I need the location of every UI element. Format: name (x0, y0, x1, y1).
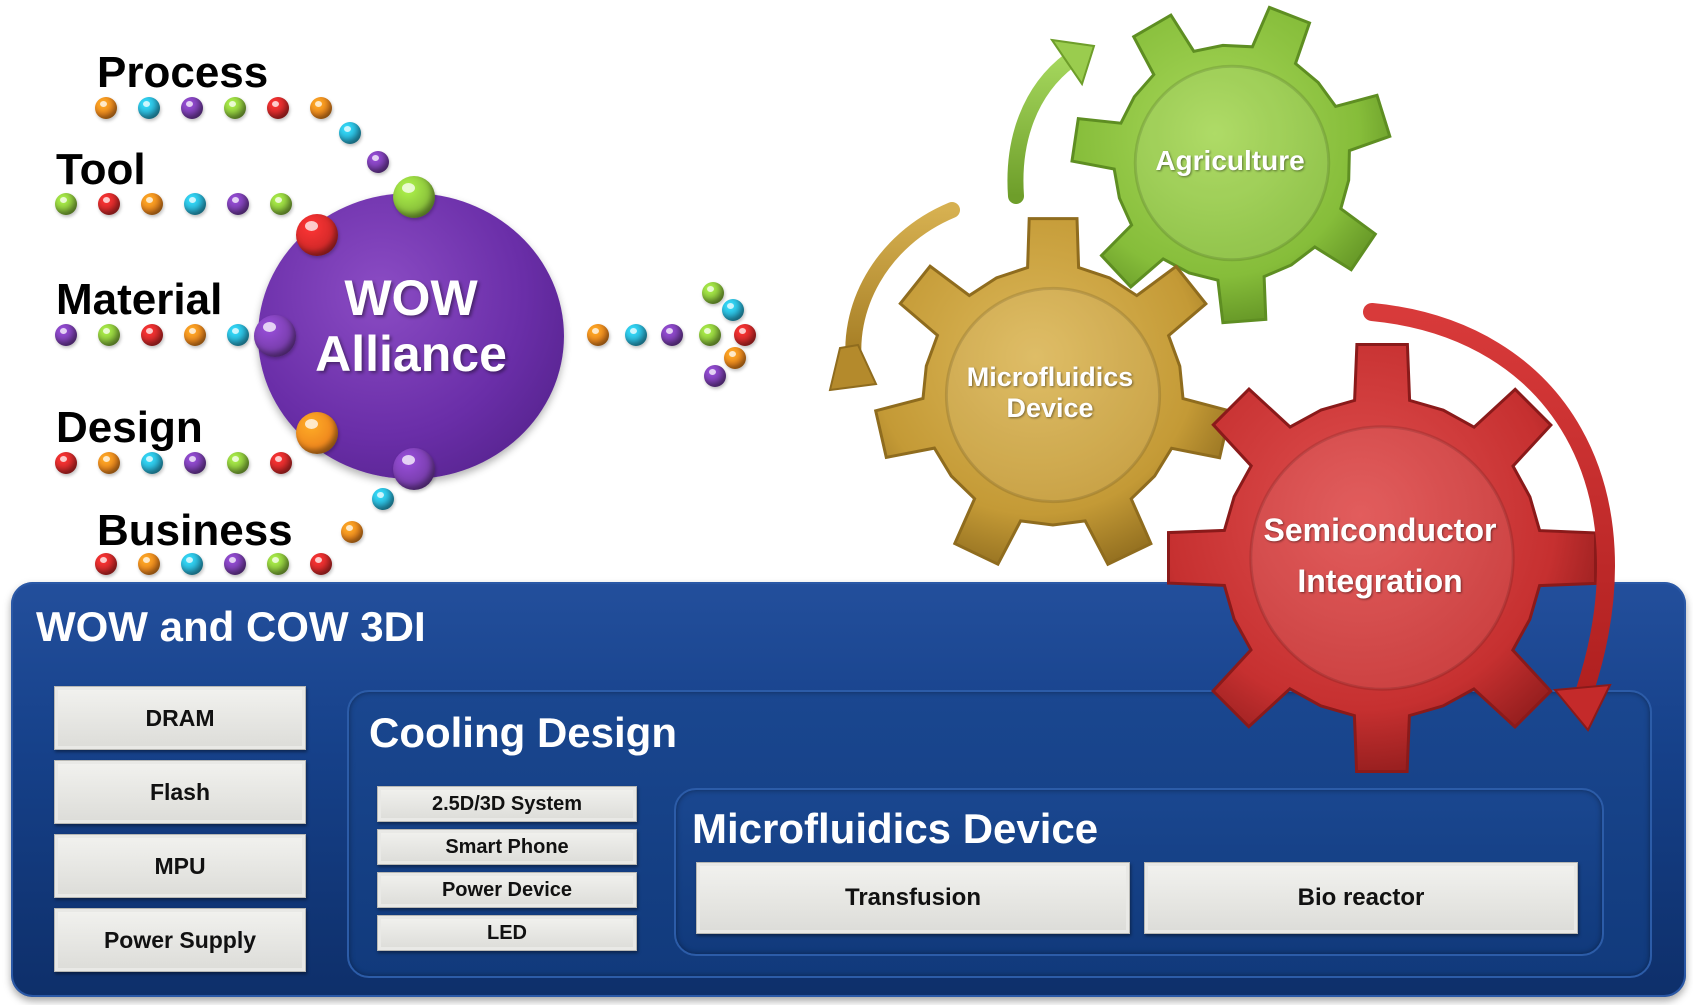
gear-body (1070, 5, 1392, 325)
bead-dot (184, 452, 206, 474)
bead-dot (267, 97, 289, 119)
green-cycle-arrow (1007, 38, 1096, 204)
item-power-supply: Power Supply (54, 908, 306, 972)
wow-alliance-label-line2: Alliance (315, 326, 507, 382)
microfluidics-device-title: Microfluidics Device (692, 805, 1099, 852)
category-business: Business (97, 506, 293, 555)
cooling-design-panel: Cooling Design 2.5D/3D System Smart Phon… (347, 690, 1652, 978)
bead-dot (722, 299, 744, 321)
gear-semiconductor-integration (1167, 343, 1597, 773)
bead-dot (699, 324, 721, 346)
bead-dot (227, 324, 249, 346)
bead-dot (734, 324, 756, 346)
bead-dot (55, 324, 77, 346)
item-2-5d-3d-system: 2.5D/3D System (377, 786, 637, 822)
gear-label-microfluidics-line1: Microfluidics (966, 362, 1134, 392)
bead-dot (270, 193, 292, 215)
bead-dot (141, 452, 163, 474)
category-tool: Tool (56, 145, 146, 194)
bead-dot (339, 122, 361, 144)
bead-dot (95, 553, 117, 575)
bead-dot (224, 97, 246, 119)
gear-agriculture (1070, 5, 1392, 325)
wow-cow-3di-title: WOW and COW 3DI (36, 603, 426, 650)
bead-dot (702, 282, 724, 304)
bead-dot (341, 521, 363, 543)
bead-dot (227, 452, 249, 474)
item-dram: DRAM (54, 686, 306, 750)
bead-dot (310, 97, 332, 119)
bead-dot (181, 97, 203, 119)
bead-dot (138, 553, 160, 575)
gear-label-semiconductor-line1: Semiconductor (1263, 512, 1497, 548)
gear-microfluidics-device (873, 217, 1233, 567)
bead-large-dot (254, 315, 296, 357)
bead-dot (98, 193, 120, 215)
gear-label-semiconductor-line2: Integration (1297, 563, 1463, 599)
bead-dot (224, 553, 246, 575)
cooling-design-title: Cooling Design (369, 709, 677, 756)
bead-dot (267, 553, 289, 575)
bead-dot (704, 365, 726, 387)
item-bio-reactor: Bio reactor (1144, 862, 1578, 934)
bead-dot (367, 151, 389, 173)
gear-label-microfluidics: Microfluidics Device (940, 362, 1160, 424)
bead-dot (141, 324, 163, 346)
bead-large-dot (393, 448, 435, 490)
gear-body (1167, 343, 1597, 773)
bead-dot (141, 193, 163, 215)
gear-label-microfluidics-line2: Device (1006, 393, 1094, 423)
bead-dot (661, 324, 683, 346)
gear-hub (1133, 64, 1331, 262)
bead-dot (270, 452, 292, 474)
microfluidics-device-panel: Microfluidics Device Transfusion Bio rea… (674, 788, 1604, 956)
category-material: Material (56, 275, 223, 324)
item-transfusion: Transfusion (696, 862, 1130, 934)
category-process: Process (97, 48, 269, 97)
item-mpu: MPU (54, 834, 306, 898)
item-led: LED (377, 915, 637, 951)
wow-alliance-label-line1: WOW (344, 270, 478, 326)
item-flash: Flash (54, 760, 306, 824)
gold-cycle-arrow (828, 202, 960, 392)
bead-dot (98, 324, 120, 346)
bead-dot (227, 193, 249, 215)
bead-large-dot (296, 214, 338, 256)
gear-label-agriculture: Agriculture (1155, 145, 1305, 176)
bead-dot (724, 347, 746, 369)
red-cycle-arrow (1363, 303, 1615, 732)
gear-hub (1249, 425, 1515, 691)
wow-alliance-label: WOW Alliance (258, 270, 564, 382)
bead-dot (95, 97, 117, 119)
item-power-device: Power Device (377, 872, 637, 908)
bead-dot (587, 324, 609, 346)
item-smart-phone: Smart Phone (377, 829, 637, 865)
gear-body (873, 217, 1233, 567)
bead-dot (184, 193, 206, 215)
bead-dot (184, 324, 206, 346)
gear-label-semiconductor: Semiconductor Integration (1230, 505, 1530, 607)
bead-dot (625, 324, 647, 346)
bead-dot (138, 97, 160, 119)
bead-dot (98, 452, 120, 474)
category-design: Design (56, 403, 203, 452)
gear-hub (944, 286, 1162, 504)
bead-dot (55, 193, 77, 215)
bead-dot (372, 488, 394, 510)
bead-large-dot (393, 176, 435, 218)
bead-dot (181, 553, 203, 575)
bead-dot (55, 452, 77, 474)
bead-large-dot (296, 412, 338, 454)
bead-dot (310, 553, 332, 575)
